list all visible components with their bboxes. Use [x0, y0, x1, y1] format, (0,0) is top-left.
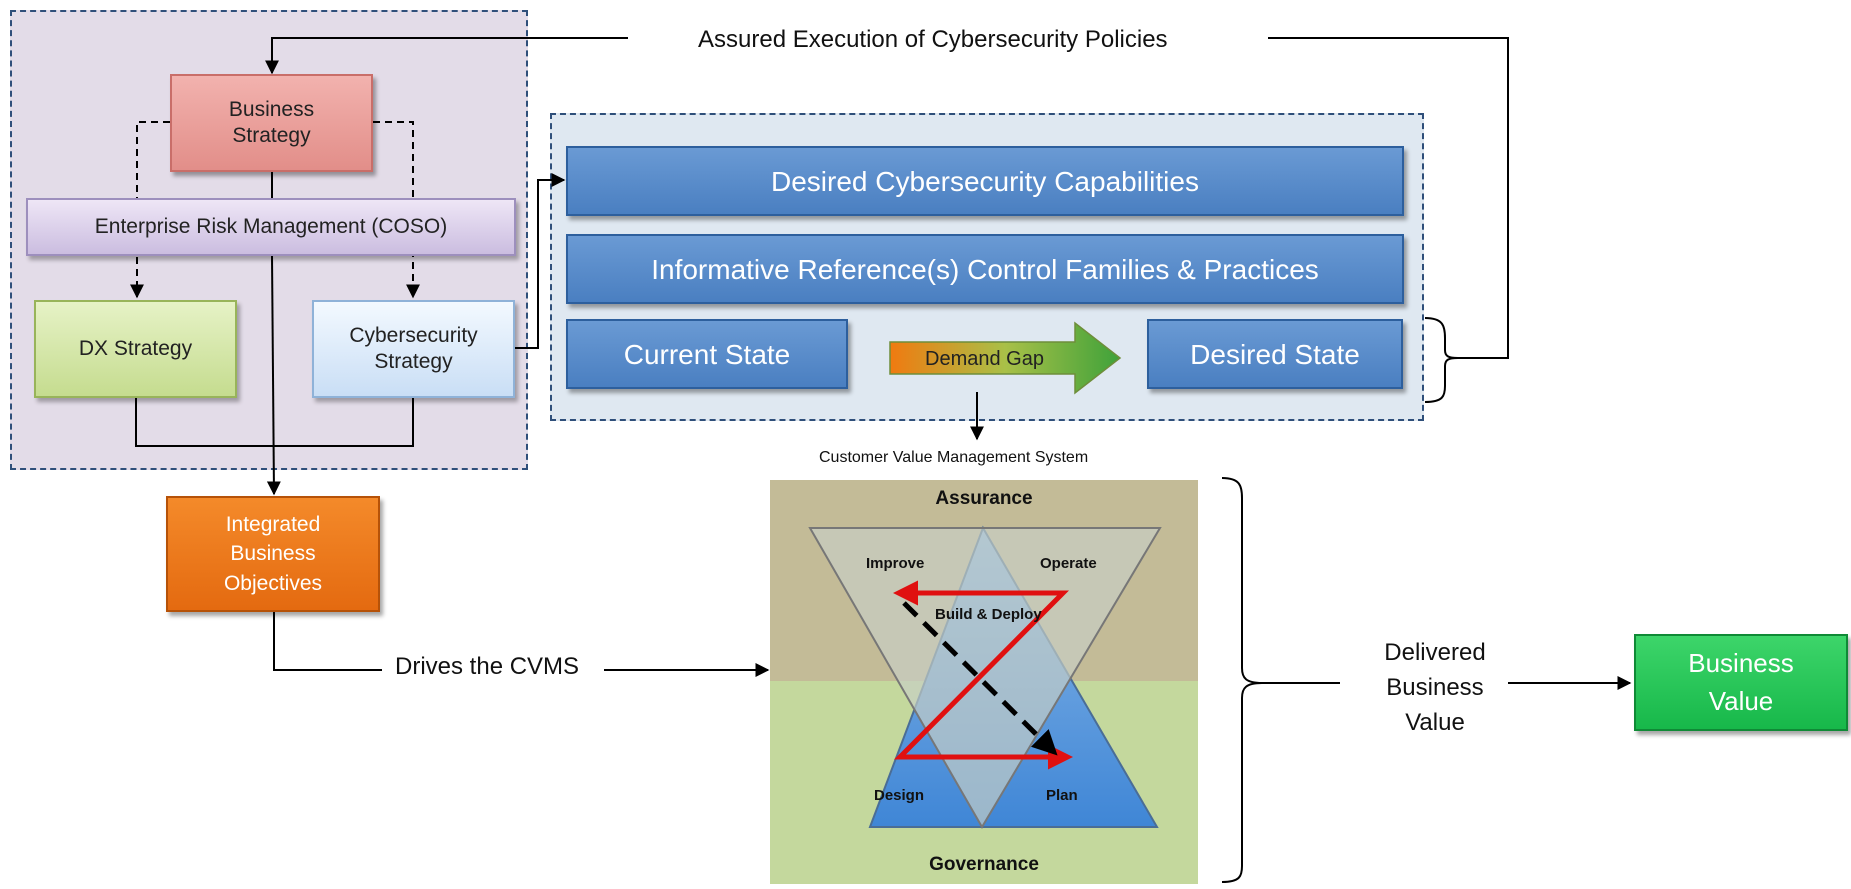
erm-box: Enterprise Risk Management (COSO) — [26, 198, 516, 256]
state-row-bracket — [1424, 317, 1459, 403]
delivered-value-label: Delivered Business Value — [1350, 636, 1520, 740]
informative-references-box: Informative Reference(s) Control Familie… — [566, 234, 1404, 304]
cybersecurity-strategy-label: Cybersecurity Strategy — [349, 323, 478, 373]
desired-capabilities-label: Desired Cybersecurity Capabilities — [771, 165, 1199, 197]
cybersecurity-strategy-box: Cybersecurity Strategy — [312, 300, 515, 398]
informative-references-label: Informative Reference(s) Control Familie… — [651, 253, 1319, 285]
delivered-value-connectors — [1221, 477, 1632, 883]
erm-label: Enterprise Risk Management (COSO) — [94, 214, 448, 238]
business-value-box: Business Value — [1634, 634, 1848, 731]
current-state-box: Current State — [566, 319, 848, 389]
plan-label: Plan — [1046, 787, 1078, 804]
assurance-label: Assurance — [935, 488, 1033, 509]
dx-strategy-label: DX Strategy — [78, 336, 193, 360]
demand-gap-arrow — [889, 321, 1122, 395]
business-strategy-label: Business Strategy — [228, 97, 315, 147]
improve-label: Improve — [866, 555, 925, 572]
desired-capabilities-box: Desired Cybersecurity Capabilities — [566, 146, 1404, 216]
assured-execution-connector — [265, 37, 1509, 359]
demand-gap-label: Demand Gap — [925, 348, 1044, 370]
assured-execution-label: Assured Execution of Cybersecurity Polic… — [698, 26, 1168, 53]
delivered-value-text: Delivered Business Value — [1384, 639, 1486, 736]
cvms-title: Customer Value Management System — [819, 449, 1089, 466]
desired-state-label: Desired State — [1190, 338, 1360, 370]
cvms-graphic — [770, 480, 1198, 884]
desired-state-box: Desired State — [1147, 319, 1403, 389]
build-deploy-label: Build & Deploy — [935, 606, 1042, 623]
business-value-label: Business Value — [1688, 647, 1794, 716]
current-state-label: Current State — [623, 338, 791, 370]
design-label: Design — [874, 787, 925, 804]
dx-strategy-box: DX Strategy — [34, 300, 237, 398]
governance-label: Governance — [929, 854, 1039, 875]
business-strategy-box: Business Strategy — [170, 74, 373, 172]
operate-label: Operate — [1040, 555, 1097, 572]
integrated-objectives-label: Integrated Business Objectives — [223, 512, 323, 595]
integrated-objectives-box: Integrated Business Objectives — [166, 496, 380, 612]
drives-cvms-label: Drives the CVMS — [395, 653, 580, 680]
